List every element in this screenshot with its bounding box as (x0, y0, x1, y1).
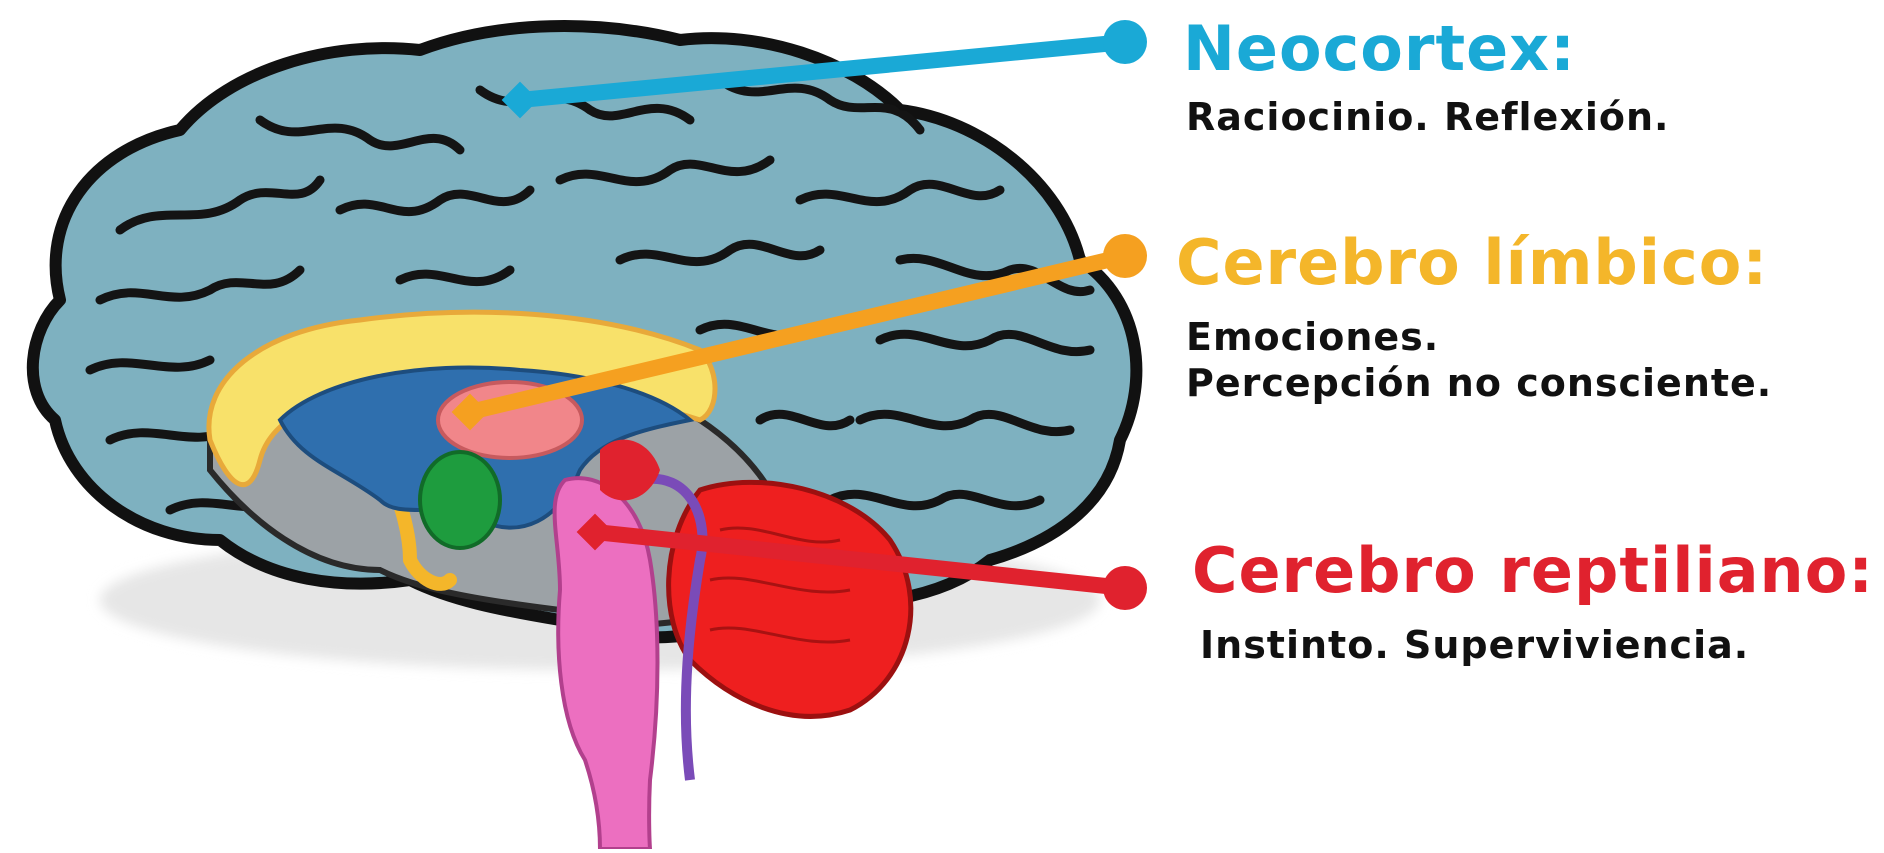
limbic-title: Cerebro límbico: (1176, 232, 1768, 294)
neocortex-title: Neocortex: (1183, 18, 1576, 80)
reptilian-dot-icon (1103, 566, 1147, 610)
neocortex-description: Raciocinio. Reflexión. (1186, 94, 1669, 140)
amygdala (420, 452, 500, 548)
limbic-dot-icon (1103, 234, 1147, 278)
reptilian-description: Instinto. Superviviencia. (1200, 622, 1749, 668)
limbic-description-line2: Percepción no consciente. (1186, 360, 1772, 406)
reptilian-title: Cerebro reptiliano: (1192, 540, 1874, 602)
neocortex-dot-icon (1103, 20, 1147, 64)
limbic-description-line1: Emociones. (1186, 314, 1439, 360)
